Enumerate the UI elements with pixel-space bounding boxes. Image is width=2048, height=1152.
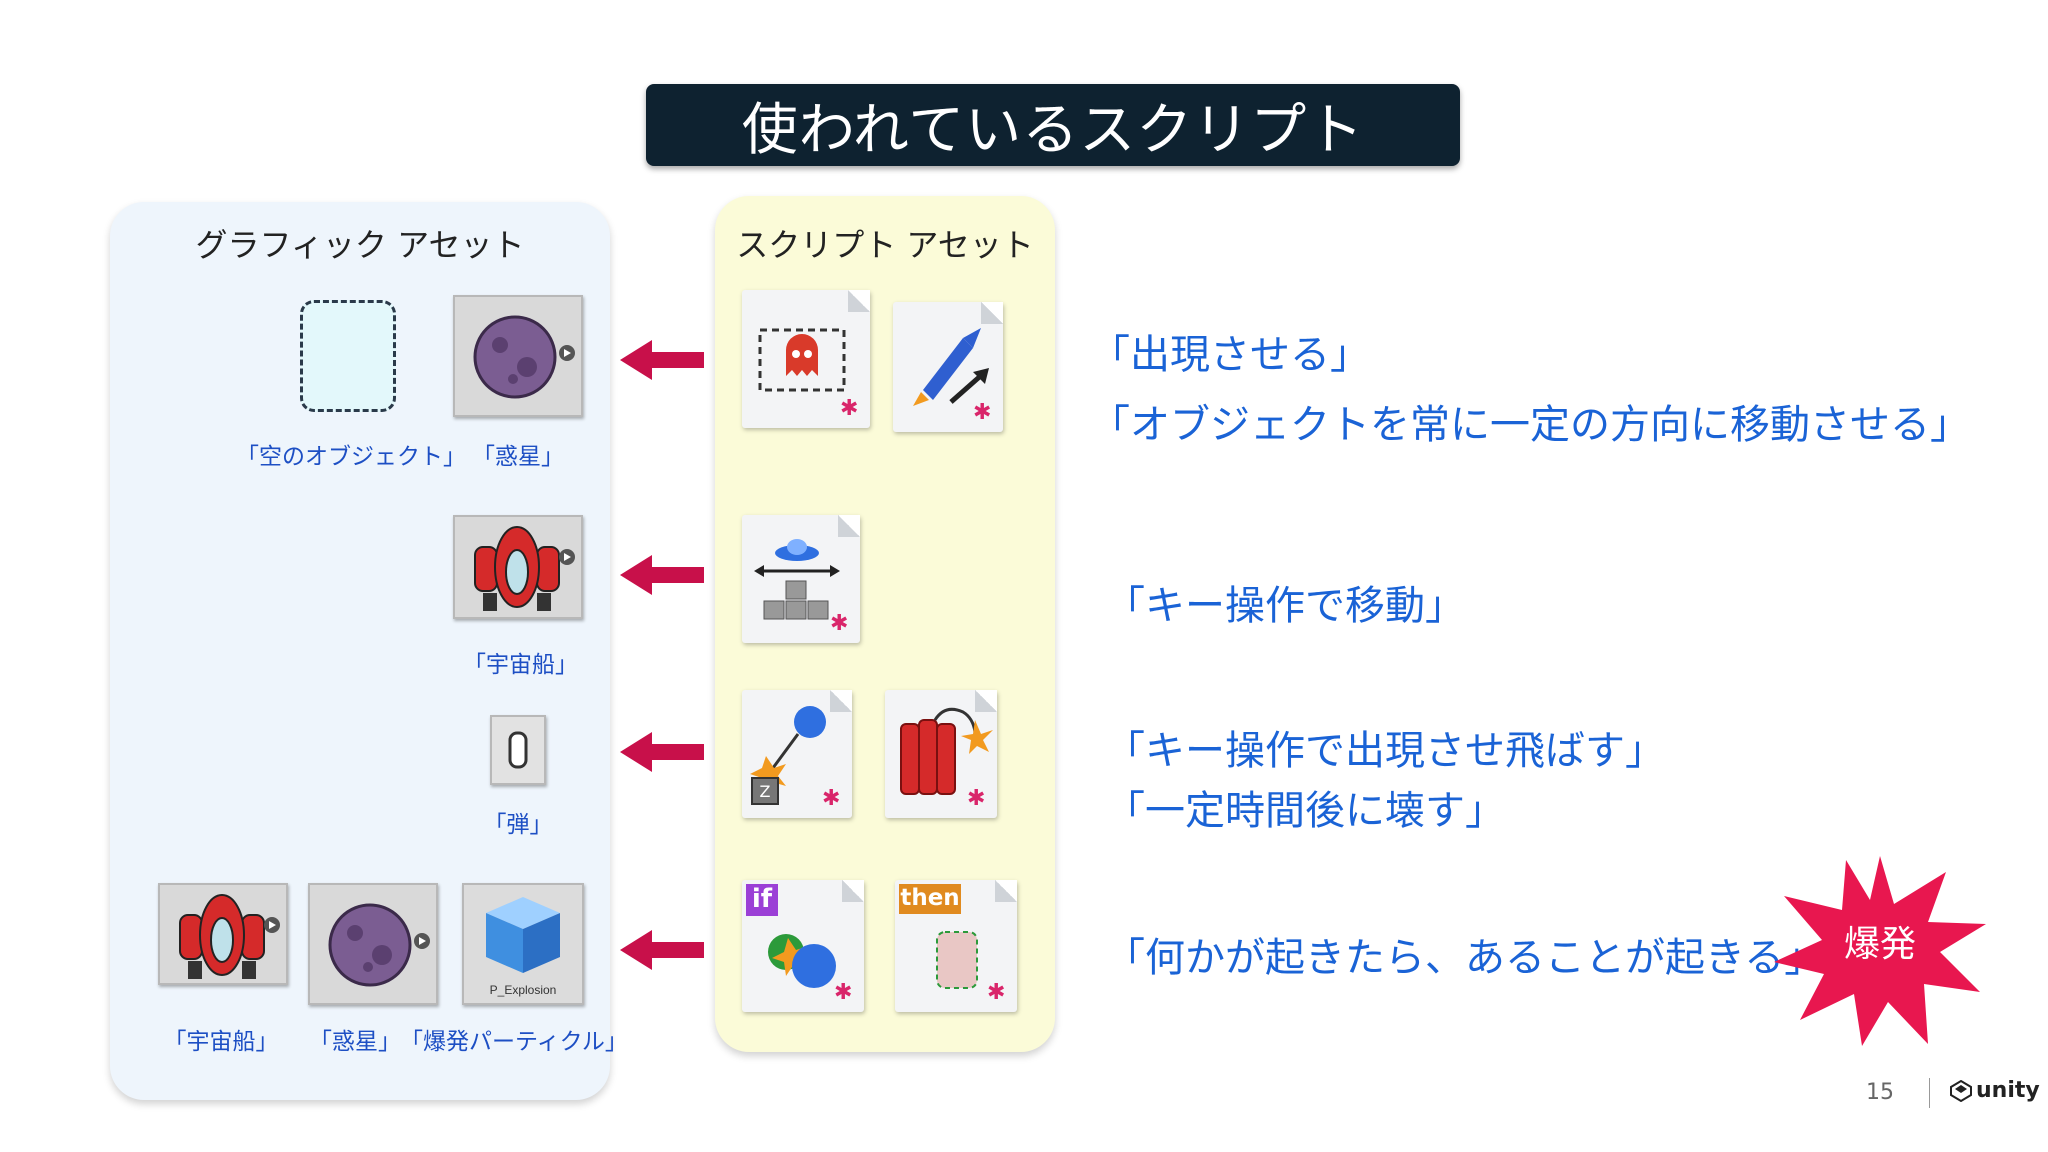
if-script-icon: if ✱ bbox=[742, 880, 864, 1012]
graphic-assets-title: グラフィック アセット bbox=[195, 226, 525, 264]
spaceship-thumbnail bbox=[453, 515, 583, 619]
bullet-icon bbox=[508, 731, 528, 769]
caption-explosion-particle: 「爆発パーティクル」 bbox=[400, 1029, 628, 1055]
caption-spaceship: 「宇宙船」 bbox=[463, 652, 578, 678]
puzzle-icon: ✱ bbox=[967, 786, 986, 811]
arrow-left-icon bbox=[620, 930, 704, 970]
puzzle-icon: ✱ bbox=[840, 396, 859, 421]
then-badge: then bbox=[899, 884, 961, 914]
footer-divider bbox=[1929, 1078, 1930, 1108]
empty-object-thumbnail bbox=[300, 300, 396, 412]
move-script-icon: ✱ bbox=[893, 302, 1003, 432]
spaceship-thumbnail-2 bbox=[158, 883, 288, 985]
description-if-then: 「何かが起きたら、あることが起きる」 bbox=[1105, 935, 1825, 981]
spawn-script-icon: ✱ bbox=[742, 290, 870, 428]
cube-icon bbox=[486, 897, 560, 973]
destroy-timer-script-icon: ✱ bbox=[885, 690, 997, 818]
puzzle-icon: ✱ bbox=[834, 980, 853, 1005]
caption-planet-2: 「惑星」 bbox=[309, 1029, 401, 1055]
page-number: 15 bbox=[1866, 1080, 1894, 1105]
then-script-icon: then ✱ bbox=[895, 880, 1017, 1012]
explosion-thumbnail: P_Explosion bbox=[462, 883, 584, 1005]
puzzle-icon: ✱ bbox=[973, 400, 992, 425]
explosion-thumbnail-label: P_Explosion bbox=[489, 983, 557, 997]
unity-logo-text: unity bbox=[1976, 1078, 2040, 1103]
spaceship-icon bbox=[474, 526, 575, 611]
puzzle-icon: ✱ bbox=[822, 786, 841, 811]
collision-icon bbox=[768, 934, 836, 988]
planet-thumbnail-2 bbox=[308, 883, 438, 1005]
rocket-icon bbox=[913, 328, 989, 406]
caption-empty-object: 「空のオブジェクト」 bbox=[236, 444, 466, 470]
script-assets-title: スクリプト アセット bbox=[736, 226, 1034, 264]
bullet-thumbnail bbox=[490, 715, 546, 785]
svg-text:Z: Z bbox=[760, 782, 771, 801]
if-badge: if bbox=[746, 884, 778, 916]
arrow-left-icon bbox=[620, 732, 704, 772]
description-move-direction: 「オブジェクトを常に一定の方向に移動させる」 bbox=[1090, 402, 1970, 448]
shoot-icon: Z bbox=[750, 706, 826, 805]
ghost-icon bbox=[758, 328, 846, 392]
explosion-burst-label: 爆発 bbox=[1843, 924, 1916, 965]
puzzle-icon: ✱ bbox=[987, 980, 1006, 1005]
arrow-left-icon bbox=[620, 555, 704, 595]
planet-icon bbox=[328, 903, 430, 987]
caption-bullet: 「弾」 bbox=[483, 812, 553, 838]
description-key-move: 「キー操作で移動」 bbox=[1105, 583, 1465, 629]
description-key-shoot: 「キー操作で出現させ飛ばす」 bbox=[1105, 728, 1665, 774]
planet-icon bbox=[473, 315, 575, 399]
arrow-left-icon bbox=[620, 340, 704, 380]
unity-logo-icon bbox=[1950, 1079, 1972, 1103]
spaceship-icon bbox=[179, 894, 280, 979]
dynamite-icon bbox=[900, 707, 993, 795]
caption-planet: 「惑星」 bbox=[472, 444, 564, 470]
shoot-script-icon: Z ✱ bbox=[742, 690, 852, 818]
puzzle-icon: ✱ bbox=[830, 611, 849, 636]
slide-title: 使われているスクリプト bbox=[646, 84, 1460, 166]
key-move-script-icon: ✱ bbox=[742, 515, 860, 643]
description-spawn: 「出現させる」 bbox=[1090, 332, 1370, 378]
planet-thumbnail bbox=[453, 295, 583, 417]
spawn-target-icon bbox=[936, 931, 978, 989]
ufo-keyboard-icon bbox=[754, 539, 840, 620]
caption-spaceship-2: 「宇宙船」 bbox=[163, 1029, 279, 1055]
explosion-burst-icon bbox=[1774, 856, 1986, 1046]
description-destroy-after-time: 「一定時間後に壊す」 bbox=[1105, 788, 1505, 834]
